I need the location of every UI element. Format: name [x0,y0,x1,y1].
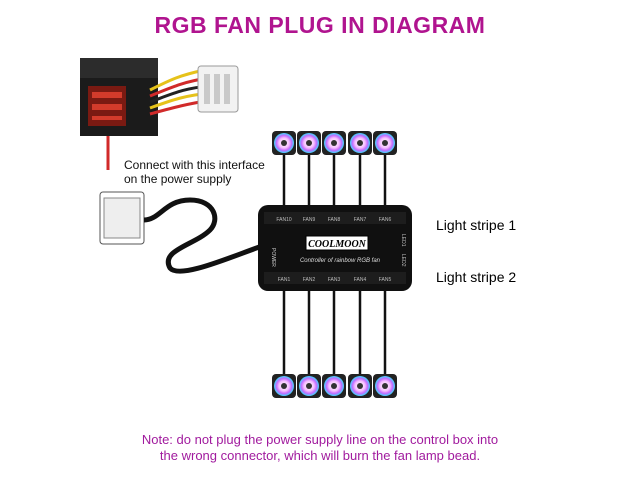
page-title: RGB FAN PLUG IN DIAGRAM [154,12,486,38]
power-port-label: POWER [270,248,276,267]
rgb-fan-icon [297,374,321,398]
rgb-fan-icon [272,374,296,398]
bottom-port-label: FAN4 [354,277,367,283]
light-stripes [410,237,542,264]
rgb-fan-icon [373,374,397,398]
rgb-fan-icon [272,131,296,155]
rgb-fan-icon [322,131,346,155]
led-port-label: LED2 [400,254,406,267]
psu-caption-line: on the power supply [124,172,232,186]
psu-caption-line: Connect with this interface [124,158,265,172]
light-stripe-1-label: Light stripe 1 [436,217,516,233]
led-port-label: LED1 [400,234,406,247]
psu-caption: Connect with this interface on the power… [124,158,294,186]
bottom-port-label: FAN5 [379,277,392,283]
top-fan-cables [282,155,387,207]
warning-note: Note: do not plug the power supply line … [60,432,580,464]
top-port-label: FAN9 [303,217,316,223]
bottom-port-label: FAN1 [278,277,291,283]
top-port-label: FAN7 [354,217,367,223]
rgb-fan-icon [348,131,372,155]
controller-subtitle: Controller of rainbow RGB fan [300,258,381,264]
bottom-fans [272,374,397,398]
rgb-fan-icon [297,131,321,155]
power-supply-image [80,58,239,170]
top-port-label: FAN10 [276,217,292,223]
bottom-port-label: FAN3 [328,277,341,283]
top-port-label: FAN8 [328,217,341,223]
top-port-label: FAN6 [379,217,392,223]
controller-box [258,205,412,291]
note-line: Note: do not plug the power supply line … [141,432,499,447]
molex-adapter [99,191,266,274]
note-line: the wrong connector, which will burn the… [159,448,481,463]
light-stripe-2-label: Light stripe 2 [436,269,516,285]
bottom-fan-cables [282,289,387,374]
top-fans [272,131,397,155]
rgb-fan-icon [373,131,397,155]
bottom-port-label: FAN2 [303,277,316,283]
rgb-fan-icon [322,374,346,398]
rgb-fan-icon [348,374,372,398]
controller-brand: COOLMOON [308,239,367,250]
